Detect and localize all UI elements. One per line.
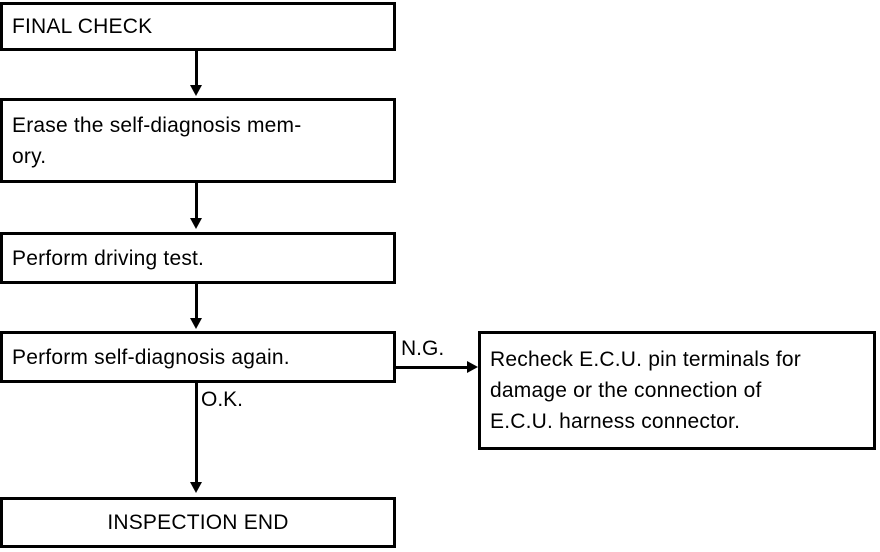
edge-driving-test-to-self-diagnosis-line <box>195 284 198 320</box>
edge-self-diagnosis-to-inspection-end-line <box>195 383 198 484</box>
node-final-check[interactable]: FINAL CHECK <box>0 2 396 51</box>
node-recheck-ecu[interactable]: Recheck E.C.U. pin terminals for damage … <box>478 331 876 450</box>
node-driving-test-label: Perform driving test. <box>12 246 205 270</box>
edge-self-diagnosis-to-recheck-arrowhead <box>467 361 478 373</box>
edge-erase-memory-to-driving-test-line <box>195 183 198 220</box>
edge-self-diagnosis-to-recheck-line <box>396 366 474 369</box>
edge-driving-test-to-self-diagnosis-arrowhead <box>190 318 202 329</box>
edge-label-ok: O.K. <box>201 388 244 411</box>
node-erase-memory[interactable]: Erase the self-diagnosis mem- ory. <box>0 98 396 183</box>
node-final-check-label: FINAL CHECK <box>12 15 153 38</box>
node-inspection-end[interactable]: INSPECTION END <box>0 497 396 548</box>
edge-final-check-to-erase-memory-arrowhead <box>190 85 202 96</box>
edge-erase-memory-to-driving-test-arrowhead <box>190 218 202 229</box>
edge-label-ng: N.G. <box>401 337 445 360</box>
edge-self-diagnosis-to-inspection-end-arrowhead <box>190 482 202 493</box>
node-self-diagnosis-again[interactable]: Perform self-diagnosis again. <box>0 331 396 383</box>
node-inspection-end-label: INSPECTION END <box>107 511 289 534</box>
edge-final-check-to-erase-memory-line <box>195 51 198 87</box>
node-erase-memory-label: Erase the self-diagnosis mem- ory. <box>12 113 302 168</box>
node-recheck-ecu-label: Recheck E.C.U. pin terminals for damage … <box>490 348 802 433</box>
node-driving-test[interactable]: Perform driving test. <box>0 232 396 284</box>
node-self-diagnosis-again-label: Perform self-diagnosis again. <box>12 345 290 369</box>
